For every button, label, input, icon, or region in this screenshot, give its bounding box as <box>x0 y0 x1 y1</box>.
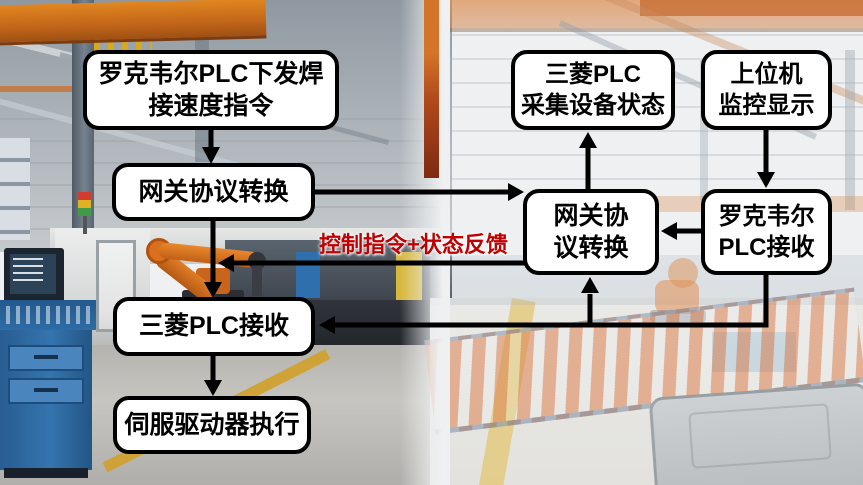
flow-box-text: 网关协议转换 <box>138 177 289 206</box>
flow-box-text: 三菱PLC <box>545 60 641 88</box>
right-steel-column <box>700 60 708 200</box>
flow-box-text: 伺服驱动器执行 <box>124 410 300 439</box>
wall-windows <box>0 138 30 240</box>
right-crane-beam-dark <box>640 0 863 16</box>
flow-box-text: 监控显示 <box>718 92 815 119</box>
drawer-handle <box>34 355 58 359</box>
flow-box-gateway-protocol-left: 网关协议转换 <box>112 163 315 221</box>
flow-label-control-feedback: 控制指令+状态反馈 <box>319 232 508 257</box>
signal-lamp-red <box>78 192 91 200</box>
flow-box-servo-execute: 伺服驱动器执行 <box>113 396 311 454</box>
robot-tool <box>252 262 262 296</box>
signal-lamp-green <box>78 208 91 216</box>
flow-box-gateway-protocol-right: 网关协 议转换 <box>523 189 659 275</box>
flow-box-rockwell-receive: 罗克韦尔 PLC接收 <box>701 189 832 275</box>
flow-box-text: 罗克韦尔 <box>718 202 815 230</box>
flow-box-text: PLC接收 <box>718 234 815 261</box>
flow-box-text: 罗克韦尔PLC下发焊 <box>98 59 324 88</box>
cabinet-base <box>4 468 88 478</box>
right-steel-column <box>845 50 855 210</box>
flow-box-host-monitor: 上位机 监控显示 <box>701 50 832 130</box>
arrow-rockwell-return-to-mitsubishi <box>334 275 769 328</box>
drawer-handle <box>34 388 58 392</box>
flow-box-mitsubishi-receive: 三菱PLC接收 <box>113 297 315 356</box>
flow-box-mitsubishi-collect-status: 三菱PLC 采集设备状态 <box>511 50 675 130</box>
flow-box-text: 网关协 <box>553 201 629 230</box>
flow-box-text: 接速度指令 <box>148 92 274 120</box>
flow-box-rockwell-send-command: 罗克韦尔PLC下发焊 接速度指令 <box>83 50 339 130</box>
flow-box-text: 采集设备状态 <box>521 92 665 119</box>
right-crane-rail <box>430 28 863 32</box>
flow-box-text: 三菱PLC接收 <box>138 312 289 341</box>
crane-column-strip <box>424 0 439 178</box>
console-buttons <box>6 306 90 324</box>
cnc-monitor-content <box>13 258 43 284</box>
signal-tower <box>83 214 87 234</box>
signal-lamp-yellow <box>78 200 91 208</box>
flow-box-text: 上位机 <box>730 60 803 88</box>
flow-box-text: 议转换 <box>553 234 629 262</box>
machine-cabinet <box>296 252 320 298</box>
